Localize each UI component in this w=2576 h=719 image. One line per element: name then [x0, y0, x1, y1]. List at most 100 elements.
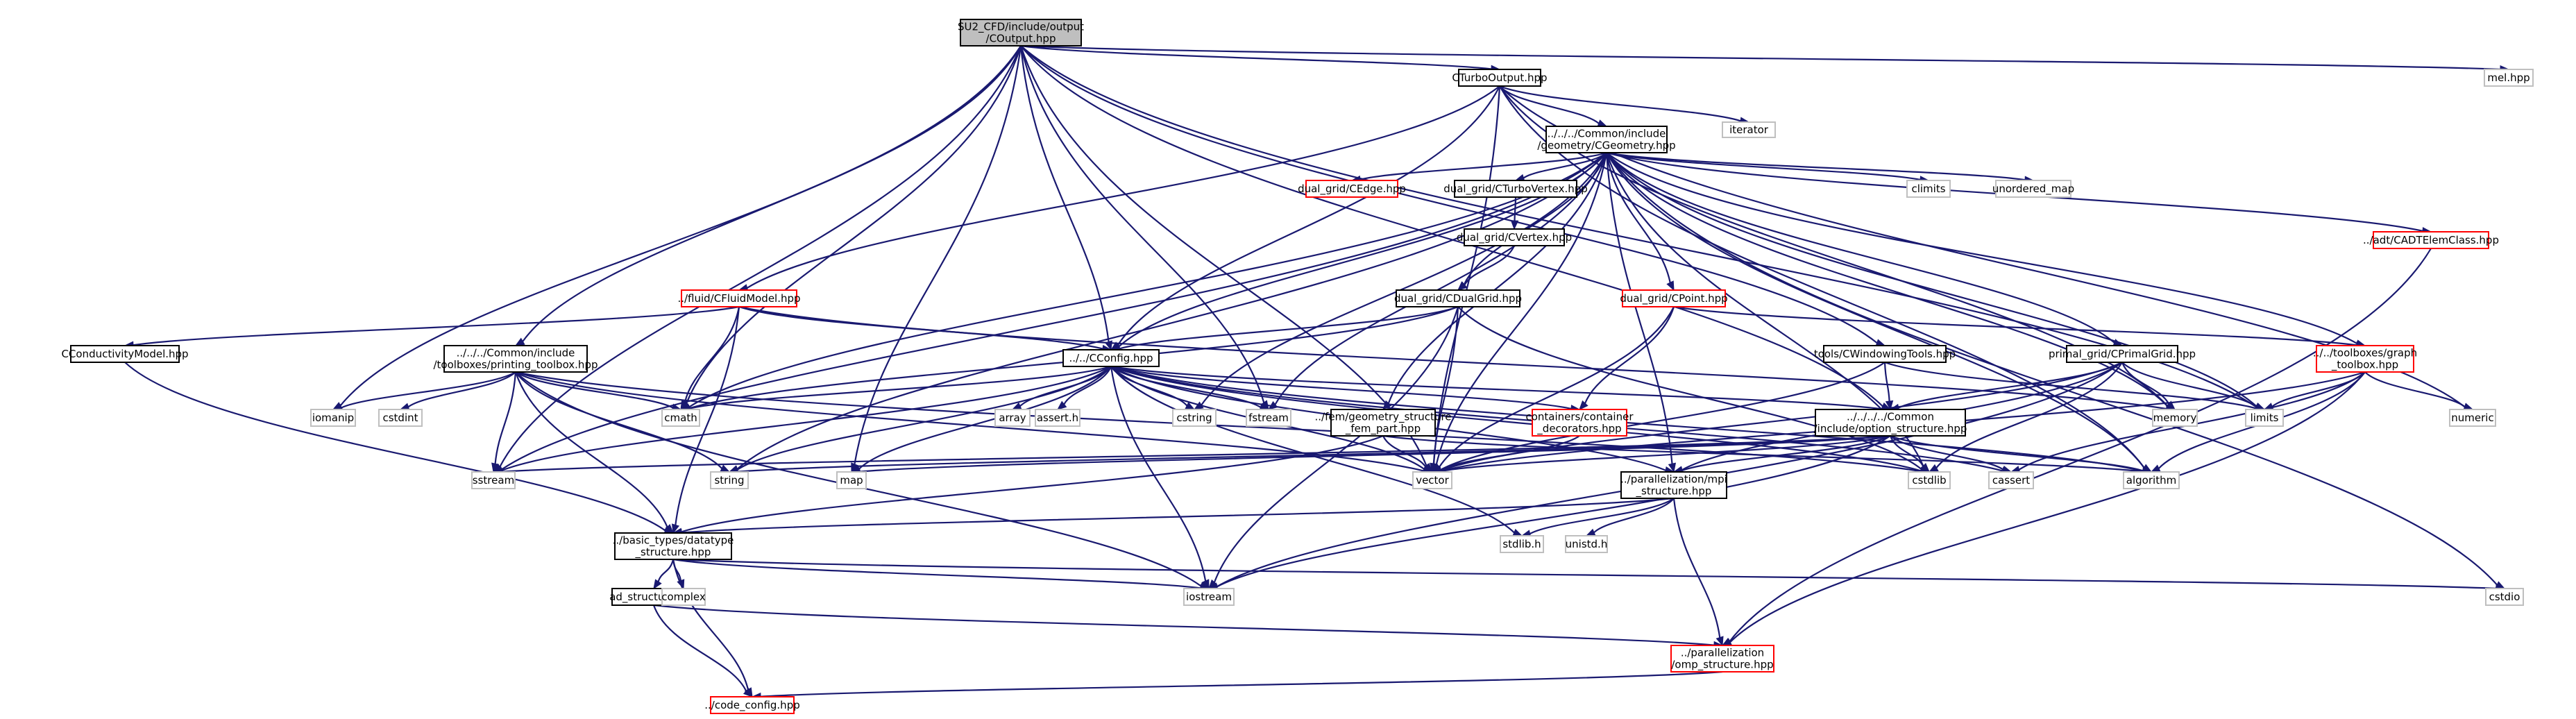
edge-arrowhead — [2165, 400, 2176, 410]
edge-line — [1387, 152, 1608, 404]
node-label: assert.h — [1037, 412, 1078, 424]
node-limits: limits — [2245, 409, 2284, 427]
edge-line — [1435, 152, 1608, 465]
node-label: numeric — [2451, 412, 2493, 424]
edge-line — [1514, 196, 1517, 221]
node-adt[interactable]: ../adt/CADTElemClass.hpp — [2363, 231, 2499, 249]
edge-line — [1438, 306, 1675, 468]
edge-line — [1110, 365, 1572, 409]
edge-cfluid-to-cmath — [680, 306, 740, 411]
edge-line — [1890, 435, 2004, 471]
node-cpoint[interactable]: dual_grid/CPoint.hpp — [1620, 289, 1728, 307]
node-cstdlib: cstdlib — [1908, 471, 1951, 489]
edge-line — [499, 45, 1022, 467]
node-label: CConductivityModel.hpp — [61, 348, 188, 360]
node-graph[interactable]: ../../toolboxes/graph_toolbox.hpp — [2313, 345, 2417, 373]
edge-arrowhead — [671, 523, 680, 534]
node-box — [1246, 409, 1291, 427]
node-datatype[interactable]: ../basic_types/datatype_structure.hpp — [613, 532, 734, 560]
node-box — [1396, 289, 1520, 307]
node-label: dual_grid/CPoint.hpp — [1620, 292, 1727, 305]
edge-line — [341, 371, 516, 409]
edge-omp-to-codecfg — [751, 670, 1723, 701]
edge-line — [1499, 85, 1600, 124]
node-label: stdlib.h — [1502, 538, 1541, 550]
node-complex: complex — [661, 588, 706, 606]
edge-line — [1110, 365, 1922, 472]
edge-line — [1499, 85, 1741, 122]
node-array: array — [994, 409, 1031, 427]
edge-line — [1117, 85, 1500, 346]
node-cstring: cstring — [1172, 409, 1217, 427]
node-cdual[interactable]: dual_grid/CDualGrid.hpp — [1394, 289, 1522, 307]
node-cturbo[interactable]: CTurboOutput.hpp — [1452, 69, 1548, 87]
node-cmath: cmath — [661, 409, 700, 427]
node-label: /toolboxes/printing_toolbox.hpp — [434, 359, 598, 372]
node-box — [443, 345, 588, 373]
edge-cfluid-to-datatype — [671, 306, 740, 534]
edge-line — [1530, 498, 1675, 535]
node-printing[interactable]: ../../../Common/include/toolboxes/printi… — [434, 345, 598, 373]
edge-arrowhead — [743, 688, 753, 697]
edge-line — [1584, 306, 1675, 404]
edge-datatype-to-codecfg — [672, 559, 753, 698]
node-omp[interactable]: ../parallelization/omp_structure.hpp — [1670, 645, 1774, 673]
node-option[interactable]: ../../../../Common/include/option_struct… — [1814, 409, 1967, 437]
node-box — [1565, 535, 1608, 553]
edge-line — [514, 371, 668, 527]
node-box — [1464, 228, 1565, 246]
edge-arrowhead — [720, 464, 731, 473]
node-cvertex[interactable]: dual_grid/CVertex.hpp — [1457, 228, 1572, 246]
node-cedge[interactable]: dual_grid/CEdge.hpp — [1298, 180, 1406, 198]
node-box — [1988, 471, 2034, 489]
edge-arrowhead — [2150, 464, 2161, 473]
node-label: _fem_part.hpp — [1345, 423, 1421, 436]
node-cturbovtx[interactable]: dual_grid/CTurboVertex.hpp — [1443, 180, 1588, 198]
node-label: cstdio — [2489, 591, 2520, 603]
node-cwindow[interactable]: tools/CWindowingTools.hpp — [1814, 345, 1956, 363]
node-cgeom[interactable]: ../../../Common/include/geometry/CGeomet… — [1537, 126, 1676, 153]
edge-arrowhead — [1920, 463, 1930, 473]
node-box — [1722, 121, 1776, 138]
node-container[interactable]: containers/container_decorators.hpp — [1525, 409, 1634, 437]
node-coutput[interactable]: SU2_CFD/include/output/COutput.hpp — [958, 19, 1084, 46]
node-box — [661, 409, 700, 427]
edge-arrowhead — [1056, 400, 1067, 410]
node-label: /omp_structure.hpp — [1671, 659, 1773, 672]
node-algorithm: algorithm — [2123, 471, 2180, 489]
node-ccond[interactable]: CConductivityModel.hpp — [61, 345, 189, 363]
edge-line — [738, 305, 1103, 350]
node-unordmap: unordered_map — [1992, 180, 2074, 198]
node-cprimal[interactable]: primal_grid/CPrimalGrid.hpp — [2049, 345, 2196, 363]
edge-line — [1020, 44, 1492, 70]
edge-cturbo-to-cconfig — [1110, 85, 1500, 350]
node-label: climits — [1911, 183, 1945, 195]
edge-coutput-to-cconfig — [1019, 45, 1112, 351]
edge-arrowhead — [491, 462, 500, 473]
node-label: ../../CConfig.hpp — [1069, 352, 1153, 364]
node-cconfig[interactable]: ../../CConfig.hpp — [1062, 349, 1160, 367]
node-iostream: iostream — [1183, 588, 1235, 606]
node-fem[interactable]: ../fem/geometry_structure_fem_part.hpp — [1314, 409, 1452, 437]
node-box — [2123, 471, 2180, 489]
edge-arrowhead — [1928, 464, 1939, 473]
node-box — [1815, 409, 1966, 437]
node-box — [1670, 645, 1774, 673]
edge-line — [1890, 434, 2144, 472]
node-label: algorithm — [2126, 474, 2176, 487]
edge-line — [2364, 371, 2466, 407]
edge-line — [1606, 151, 2026, 181]
edge-line — [1359, 151, 1607, 180]
edge-mpi-to-omp — [1672, 498, 1724, 647]
node-label: ../adt/CADTElemClass.hpp — [2363, 234, 2499, 246]
node-box — [1908, 471, 1951, 489]
node-cfluid[interactable]: ../fluid/CFluidModel.hpp — [677, 289, 801, 307]
edge-line — [1019, 45, 1265, 403]
edge-line — [736, 152, 1607, 470]
node-label: complex — [661, 591, 706, 603]
node-codecfg[interactable]: ../code_config.hpp — [704, 696, 800, 714]
node-box — [1458, 69, 1541, 87]
node-label: map — [840, 474, 863, 487]
node-mpi[interactable]: ../parallelization/mpi_structure.hpp — [1620, 471, 1727, 499]
edge-line — [515, 371, 722, 469]
